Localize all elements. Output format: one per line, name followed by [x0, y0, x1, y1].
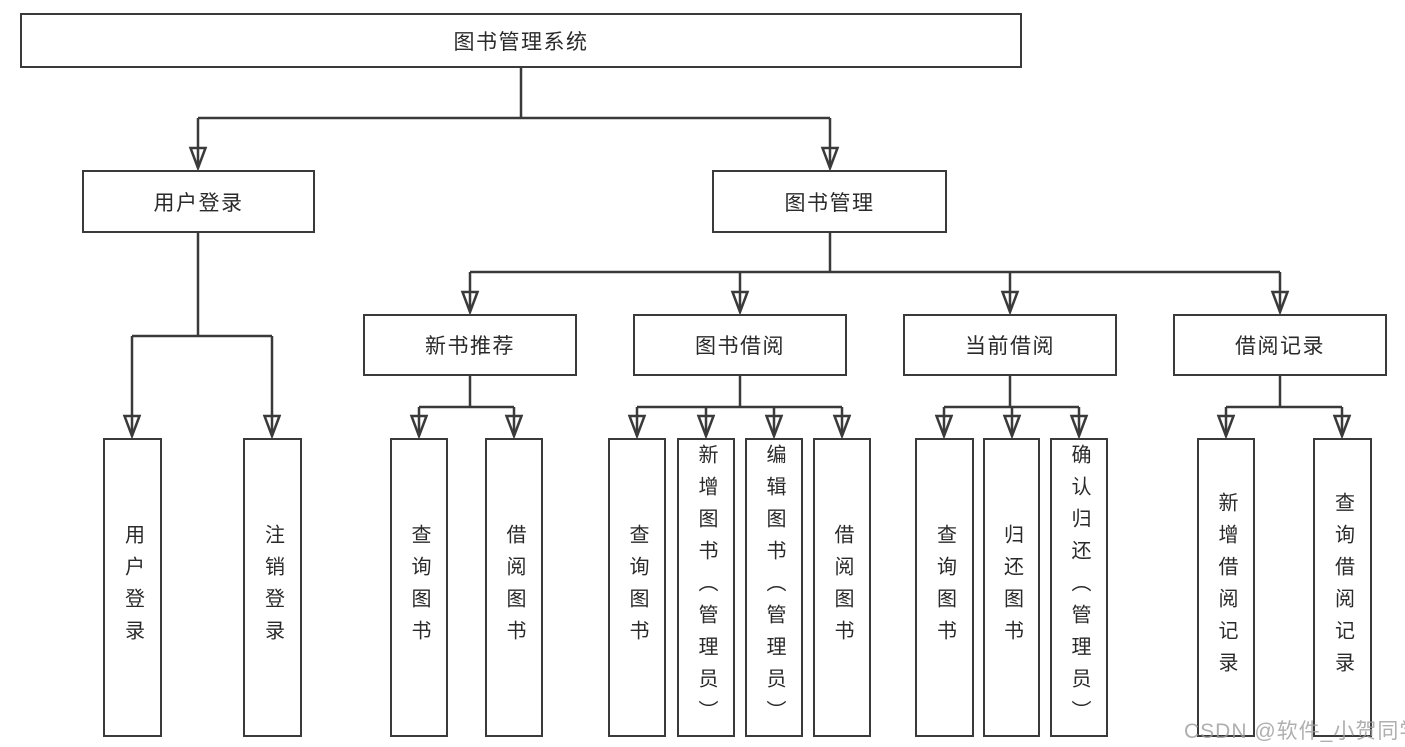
- node-library-system: 图书管理系统: [20, 13, 1022, 68]
- node-nbr-query-books-label: 查询图书: [408, 523, 430, 652]
- node-br-query-record-label: 查询借阅记录: [1331, 491, 1354, 684]
- node-bb-borrow-books: 借阅图书: [813, 438, 871, 737]
- node-bb-edit-books-admin: 编辑图书（管理员）: [745, 438, 803, 737]
- node-current-borrowing-label: 当前借阅: [965, 335, 1055, 358]
- node-book-management: 图书管理: [712, 170, 947, 233]
- node-cb-query-books-label: 查询图书: [933, 523, 956, 652]
- node-user-login-label: 用户登录: [153, 191, 244, 215]
- node-user-login: 用户登录: [82, 170, 315, 233]
- node-br-add-record: 新增借阅记录: [1197, 438, 1255, 737]
- node-borrowing-records-label: 借阅记录: [1235, 335, 1325, 358]
- node-bb-query-books: 查询图书: [608, 438, 666, 737]
- node-bb-query-books-label: 查询图书: [626, 523, 648, 652]
- node-cb-confirm-return-admin: 确认归还（管理员）: [1050, 438, 1108, 737]
- node-current-borrowing: 当前借阅: [903, 314, 1117, 376]
- node-cb-return-books-label: 归还图书: [1000, 523, 1023, 652]
- node-bb-edit-books-admin-label: 编辑图书（管理员）: [763, 443, 785, 732]
- node-cb-return-books: 归还图书: [983, 438, 1040, 737]
- node-nbr-borrow-books-label: 借阅图书: [503, 523, 525, 652]
- node-new-book-recommend-label: 新书推荐: [425, 335, 515, 358]
- node-user-login-action-label: 用户登录: [121, 523, 144, 652]
- node-nbr-borrow-books: 借阅图书: [485, 438, 543, 737]
- node-nbr-query-books: 查询图书: [390, 438, 448, 737]
- csdn-watermark: CSDN @软件_小贺同学: [1184, 720, 1405, 743]
- node-new-book-recommend: 新书推荐: [363, 314, 577, 376]
- node-bb-add-books-admin-label: 新增图书（管理员）: [695, 443, 717, 732]
- node-library-system-label: 图书管理系统: [453, 30, 589, 54]
- node-book-borrowing: 图书借阅: [633, 314, 847, 376]
- node-user-login-action: 用户登录: [103, 438, 162, 737]
- node-book-management-label: 图书管理: [784, 191, 875, 215]
- node-bb-add-books-admin: 新增图书（管理员）: [677, 438, 735, 737]
- node-br-query-record: 查询借阅记录: [1313, 438, 1372, 737]
- node-bb-borrow-books-label: 借阅图书: [831, 523, 853, 652]
- node-br-add-record-label: 新增借阅记录: [1215, 491, 1237, 684]
- node-logout-action-label: 注销登录: [261, 523, 284, 652]
- node-book-borrowing-label: 图书借阅: [695, 335, 785, 358]
- node-logout-action: 注销登录: [243, 438, 302, 737]
- node-borrowing-records: 借阅记录: [1173, 314, 1387, 376]
- node-cb-query-books: 查询图书: [915, 438, 974, 737]
- node-cb-confirm-return-admin-label: 确认归还（管理员）: [1068, 443, 1090, 732]
